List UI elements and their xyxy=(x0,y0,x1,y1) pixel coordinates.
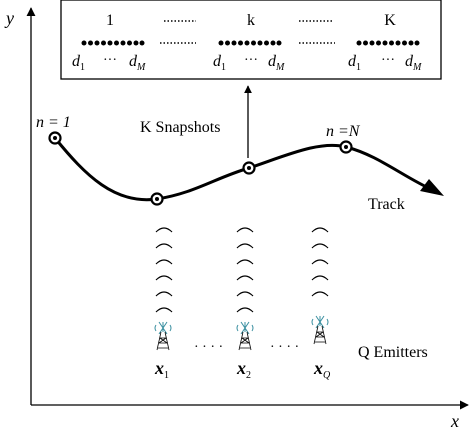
emitter-gap-dots: · · · · xyxy=(270,340,299,355)
sensor-ellipsis: ··· xyxy=(244,53,258,68)
x-axis-label: x xyxy=(450,411,459,431)
snapshot-index-label: K xyxy=(384,12,396,29)
tower-icon xyxy=(311,315,329,345)
sensor-label-last: dM xyxy=(129,53,146,73)
sensor-dots xyxy=(356,40,420,46)
snapshot-column-K: K d1 ··· dM xyxy=(348,12,422,73)
sensor-ellipsis: ··· xyxy=(381,53,395,68)
track-node xyxy=(150,192,164,206)
sensor-dots xyxy=(218,40,282,46)
n-end-label: n =N xyxy=(326,123,361,140)
emitter-label: x2 xyxy=(236,358,251,381)
sensor-label-last: dM xyxy=(268,53,285,73)
emitter-gap-dots: · · · · xyxy=(194,340,223,355)
sensor-label-first: d1 xyxy=(213,53,226,73)
track-node-snapshot xyxy=(242,161,256,175)
sensor-label-first: d1 xyxy=(348,53,361,73)
sensor-label-last: dM xyxy=(405,53,422,73)
snapshot-column-k: k d1 ··· dM xyxy=(213,12,285,73)
emitter-label: xQ xyxy=(313,358,331,381)
snapshots-label: K Snapshots xyxy=(140,119,220,136)
tower-icon xyxy=(236,321,254,351)
snapshot-box xyxy=(60,0,442,80)
track-arrowhead xyxy=(420,179,444,196)
snapshot-index-label: 1 xyxy=(106,12,114,29)
track-label: Track xyxy=(368,196,405,213)
n-start-label: n = 1 xyxy=(36,114,71,131)
track-node-end xyxy=(339,140,353,154)
emitters-label: Q Emitters xyxy=(358,344,428,361)
sensor-dots xyxy=(81,40,145,46)
emitter-label: x1 xyxy=(154,358,169,381)
snapshot-column-1: 1 d1 ··· dM xyxy=(72,12,146,73)
track-node-start xyxy=(48,131,62,145)
tower-icon xyxy=(154,321,172,351)
sensor-label-first: d1 xyxy=(72,53,85,73)
snapshot-index-label: k xyxy=(247,12,255,29)
y-axis-label: y xyxy=(4,8,14,28)
sensor-ellipsis: ··· xyxy=(103,53,117,68)
signal-waves xyxy=(155,227,329,313)
